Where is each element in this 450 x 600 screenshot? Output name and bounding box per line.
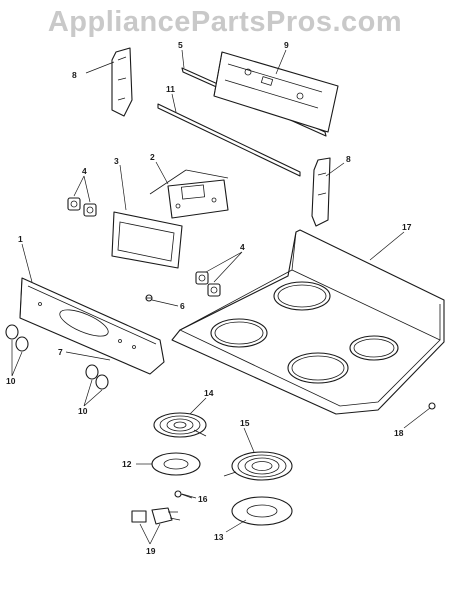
callout-4-lower: 4 [240, 242, 245, 252]
callout-18: 18 [394, 428, 404, 438]
part-10-knobs [5, 324, 109, 390]
callout-15: 15 [240, 418, 250, 428]
part-14-element-coil [153, 412, 207, 438]
callout-12: 12 [122, 459, 132, 469]
callout-10-left: 10 [6, 376, 16, 386]
part-12-drip-bowl [151, 452, 201, 476]
callout-10-right: 10 [78, 406, 88, 416]
part-11-rail [157, 103, 301, 177]
callout-14: 14 [204, 388, 214, 398]
watermark-logo: AppliancePartsPros.com [47, 6, 403, 38]
part-8-left-endcap [111, 47, 133, 117]
part-19-receptacle [131, 507, 181, 525]
callout-13: 13 [214, 532, 224, 542]
callout-7: 7 [58, 347, 63, 357]
callout-5: 5 [178, 40, 183, 50]
callout-3: 3 [114, 156, 119, 166]
callout-4-upper: 4 [82, 166, 87, 176]
part-13-drip-bowl [231, 496, 293, 526]
callout-1: 1 [18, 234, 23, 244]
part-4-knobs-upper [67, 197, 97, 217]
callout-19: 19 [146, 546, 156, 556]
part-17-cooktop [171, 229, 445, 415]
callout-8-right: 8 [346, 154, 351, 164]
callout-11: 11 [166, 84, 175, 94]
leader-lines [11, 49, 431, 545]
callout-6: 6 [180, 301, 185, 311]
callouts: 8 5 9 11 8 3 2 4 4 6 1 7 10 10 17 18 14 … [6, 40, 412, 556]
part-1-control-panel [19, 277, 165, 375]
part-6-screw [145, 294, 153, 302]
part-18-screw [428, 402, 436, 410]
callout-8-left: 8 [72, 70, 77, 80]
callout-9: 9 [284, 40, 289, 50]
callout-2: 2 [150, 152, 155, 162]
part-3-overlay [111, 211, 183, 269]
part-4-knobs-lower [195, 271, 221, 297]
part-9-backguard [213, 51, 339, 133]
part-8-right-endcap [311, 157, 331, 227]
part-16-screw [174, 490, 193, 499]
part-15-element-coil [223, 451, 293, 481]
callout-16: 16 [198, 494, 208, 504]
part-2-control-board [149, 169, 229, 219]
callout-17: 17 [402, 222, 412, 232]
